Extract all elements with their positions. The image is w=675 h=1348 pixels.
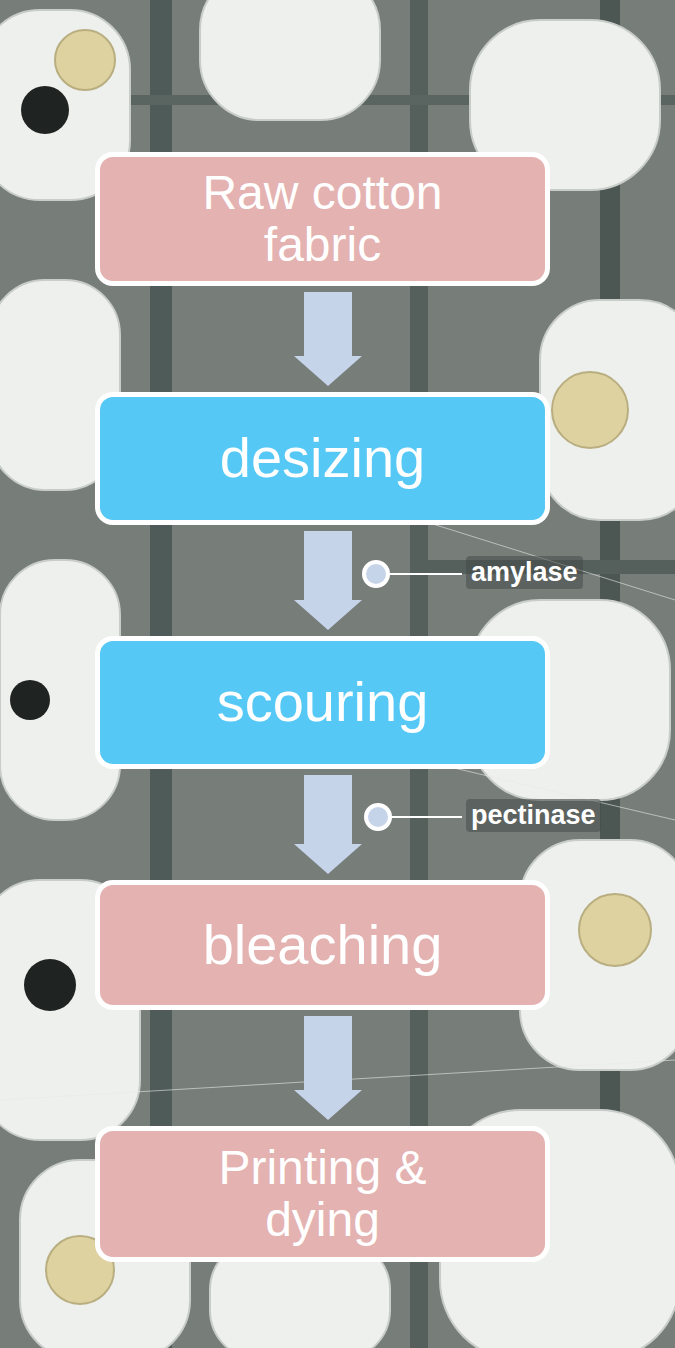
flow-arrow — [294, 775, 362, 874]
leader-dot — [366, 805, 390, 829]
box-label: Printing & dying — [173, 1142, 473, 1246]
flow-arrow — [294, 292, 362, 386]
box-label: Raw cotton fabric — [173, 167, 473, 271]
box-label: desizing — [220, 428, 425, 488]
box-label: scouring — [217, 672, 429, 732]
process-box: Printing & dying — [95, 1126, 550, 1262]
text-column: Raw cotton fabric — [173, 167, 473, 271]
box-label: bleaching — [203, 915, 443, 975]
flow-arrow — [294, 531, 362, 630]
flow-arrow — [294, 1016, 362, 1120]
text-column: Printing & dying — [173, 1142, 473, 1246]
text-column: bleaching — [203, 915, 443, 975]
process-box: scouring — [95, 636, 550, 769]
text-column: desizing — [220, 428, 425, 488]
process-box: bleaching — [95, 880, 550, 1010]
enzyme-label: pectinase — [466, 799, 601, 832]
text-column: scouring — [217, 672, 429, 732]
leader-dot — [364, 562, 388, 586]
process-box: Raw cotton fabric — [95, 152, 550, 286]
enzyme-label: amylase — [466, 556, 583, 589]
process-box: desizing — [95, 392, 550, 525]
